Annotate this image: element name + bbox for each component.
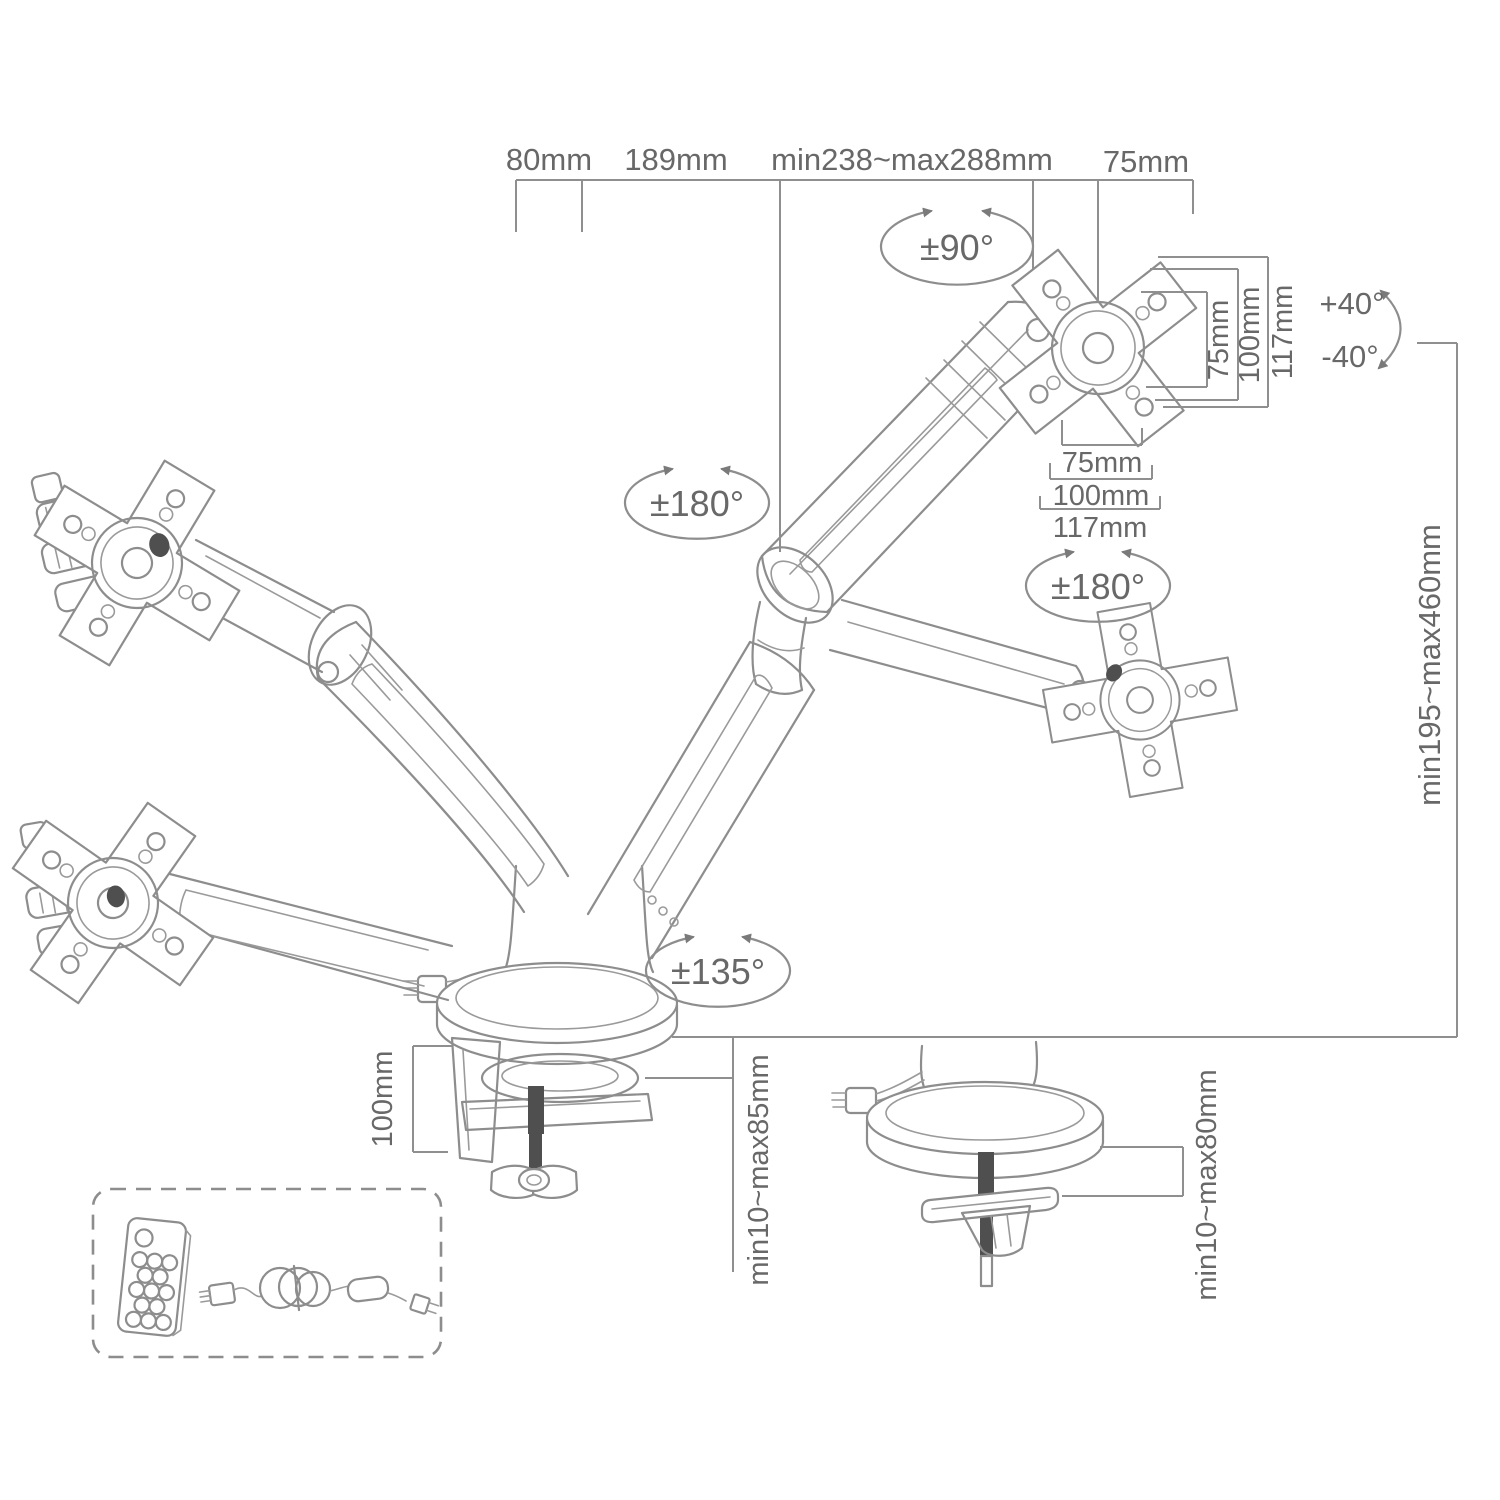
desk-clamp-base	[402, 864, 679, 1200]
angle-label-pivot-top: ±90°	[920, 227, 994, 268]
cable-plug-right	[409, 1293, 440, 1315]
arc-pivot-top	[879, 207, 1035, 286]
dim-label-189mm: 189mm	[624, 142, 727, 177]
vesa-v-label-75mm: 75mm	[1203, 300, 1235, 381]
vesa-plate-mid-right	[1041, 601, 1239, 799]
vesa-v-label-100mm: 100mm	[1234, 287, 1266, 384]
desk-clamp-range-bracket	[645, 1037, 734, 1272]
height-range-label: min195~max460mm	[1412, 524, 1447, 806]
plate-boss	[1050, 300, 1146, 396]
cable-inline-box	[346, 1275, 390, 1303]
cable-coil	[258, 1266, 302, 1310]
angle-label-swivel-upper-right: ±180°	[1051, 566, 1145, 607]
accessory-dashed-border	[91, 1187, 443, 1359]
grommet-range-bracket	[1062, 1146, 1184, 1197]
angle-label-tilt-down: -40°	[1321, 339, 1378, 374]
grommet-clamp-bar	[920, 1186, 1060, 1224]
height-range-dimension	[672, 342, 1458, 1038]
arc-tilt	[1377, 289, 1402, 370]
grommet-mount-detail	[831, 1040, 1105, 1288]
remote-power-button	[134, 1228, 154, 1248]
angle-label-swivel-upper-left: ±180°	[650, 483, 744, 524]
desk-clamp-range-label: min10~max85mm	[743, 1054, 775, 1285]
dim-label-extension-range: min238~max288mm	[771, 142, 1053, 177]
right-forearm	[586, 640, 816, 960]
vesa-plate-lower-left	[11, 801, 215, 1005]
base-plate	[435, 961, 679, 1045]
remote-buttons	[124, 1251, 179, 1332]
vesa-plate-top-right	[998, 248, 1198, 448]
grommet-rod	[978, 1152, 994, 1194]
clamp-height-bracket	[412, 1045, 452, 1153]
dimension-labels: 80mm 189mm min238~max288mm 75mm ±90° ±18…	[367, 142, 1447, 1301]
plate-boss	[90, 516, 184, 610]
clamp-screw	[528, 1086, 544, 1134]
rotation-arcs	[623, 207, 1402, 1008]
grommet-range-label: min10~max80mm	[1191, 1069, 1223, 1300]
dim-label-80mm: 80mm	[506, 142, 592, 177]
accessories-box	[91, 1187, 443, 1359]
vesa-plate-upper-left	[33, 459, 241, 667]
grommet-base-plate	[865, 1080, 1105, 1156]
vesa-h-label-100mm: 100mm	[1053, 480, 1150, 512]
angle-label-swivel-base: ±135°	[671, 951, 765, 992]
vesa-h-label-75mm: 75mm	[1062, 447, 1143, 479]
cable-plug-left	[198, 1281, 236, 1307]
plate-boss	[66, 856, 160, 950]
vesa-vertical-brackets	[1141, 256, 1269, 408]
arc-swivel-upper-left	[623, 465, 771, 540]
remote-control	[116, 1217, 192, 1337]
arc-swivel-base	[644, 933, 792, 1008]
pivot-screw	[106, 885, 125, 908]
power-cable	[198, 1264, 440, 1315]
dim-label-top-75mm: 75mm	[1103, 144, 1189, 179]
vesa-v-label-117mm: 117mm	[1267, 285, 1299, 380]
gas-spring-hatch	[349, 644, 403, 701]
clamp-height-label: 100mm	[367, 1051, 399, 1148]
pivot-screw	[149, 533, 170, 557]
arc-swivel-upper-right	[1024, 548, 1172, 623]
elbow-joint	[751, 546, 834, 695]
top-dimension-lines	[515, 179, 1194, 552]
upper-right-arm	[760, 300, 1072, 614]
angle-label-tilt-up: +40°	[1320, 286, 1385, 321]
left-main-arm	[315, 620, 570, 914]
vesa-h-label-117mm: 117mm	[1053, 512, 1148, 544]
base-column	[502, 864, 518, 974]
vesa-horizontal-brackets	[1039, 420, 1161, 510]
c-clamp	[450, 1036, 654, 1200]
gas-spring-hatch	[925, 321, 1036, 439]
pivot-screw	[1106, 664, 1123, 682]
